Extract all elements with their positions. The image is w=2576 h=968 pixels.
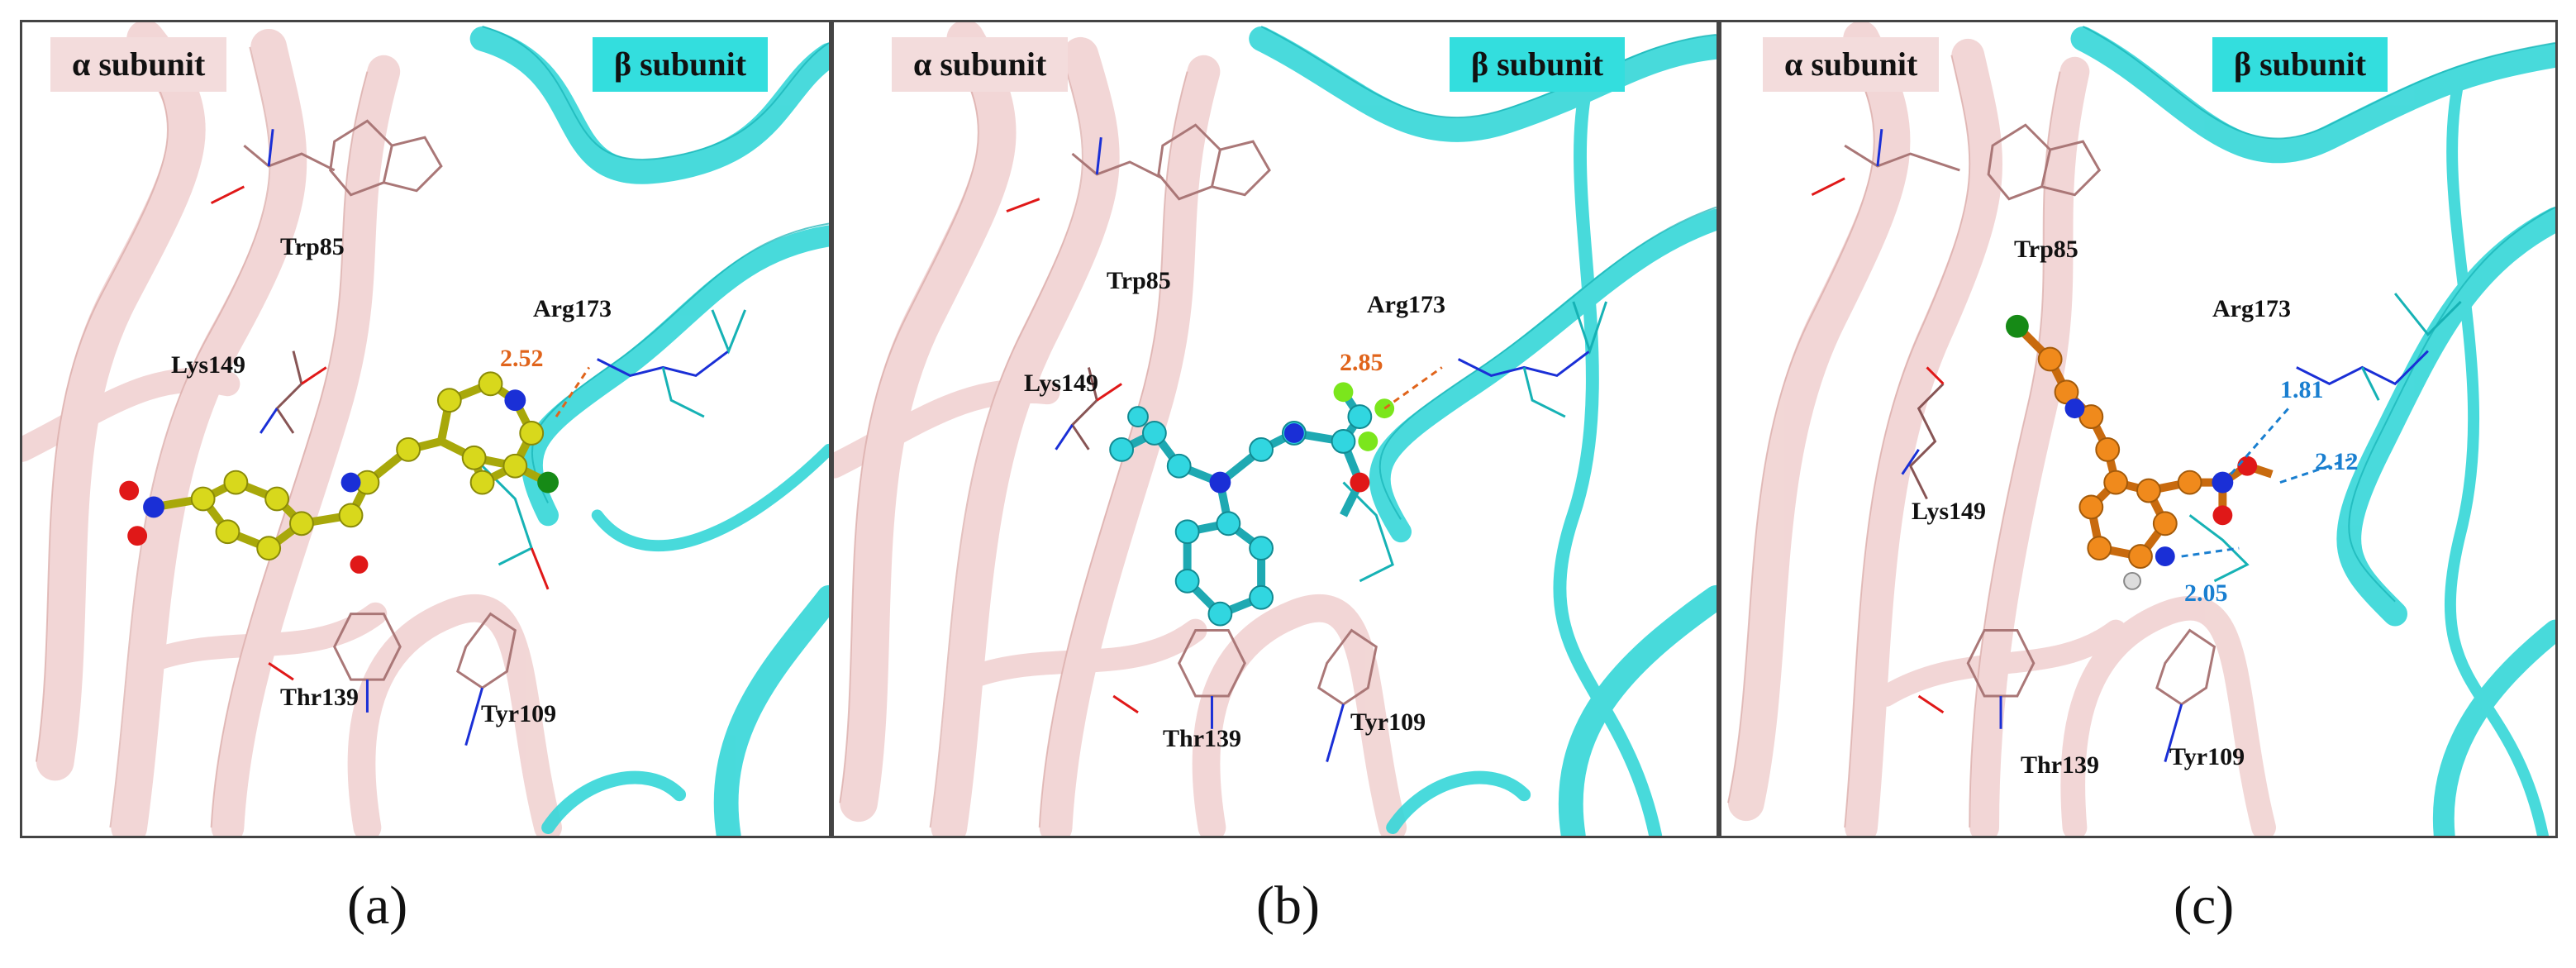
- caption-c: (c): [2174, 875, 2235, 936]
- residue-label-lys149: Lys149: [171, 351, 246, 379]
- caption-a: (a): [347, 875, 408, 936]
- residue-label-lys149: Lys149: [1912, 498, 1987, 525]
- residue-label-arg173: Arg173: [533, 295, 612, 322]
- residue-label-thr139: Thr139: [2021, 751, 2100, 779]
- alpha-subunit-ribbon: [22, 22, 562, 836]
- panel-b: α subunit β subunit Trp85 Lys149 Arg173 …: [831, 20, 1719, 838]
- beta-subunit-label: β subunit: [1450, 37, 1626, 92]
- alpha-subunit-ribbon: [1728, 22, 2276, 836]
- residue-label-tyr109: Tyr109: [481, 700, 557, 727]
- beta-subunit-label: β subunit: [593, 37, 769, 92]
- residue-label-thr139: Thr139: [280, 684, 359, 711]
- ligand-c: [2005, 314, 2274, 590]
- residue-label-trp85: Trp85: [1107, 267, 1171, 294]
- panel-a: α subunit β subunit Trp85 Lys149 Arg173 …: [20, 20, 831, 838]
- beta-ribbon-outlines: [1260, 26, 1717, 520]
- residue-sticks: [1811, 123, 2462, 762]
- ligand-a: [119, 371, 559, 574]
- residue-label-lys149: Lys149: [1024, 370, 1099, 397]
- hbond-distance-label: 2.52: [500, 345, 544, 372]
- residue-label-tyr109: Tyr109: [1350, 708, 1426, 736]
- beta-ribbon-outlines: [2082, 26, 2555, 603]
- hbond-dashed-lines: [2181, 408, 2355, 558]
- alpha-subunit-label: α subunit: [892, 37, 1069, 92]
- alpha-subunit-label: α subunit: [1763, 37, 1940, 92]
- beta-subunit-ribbon: [1249, 26, 1717, 836]
- residue-label-trp85: Trp85: [2014, 236, 2078, 263]
- residue-label-thr139: Thr139: [1163, 725, 1242, 752]
- hbond-distance-label: 1.81: [2280, 376, 2324, 403]
- ligand-b: [1109, 382, 1395, 627]
- hbond-distance-label: 2.85: [1340, 349, 1383, 376]
- residue-label-tyr109: Tyr109: [2169, 743, 2245, 770]
- beta-subunit-ribbon: [2070, 26, 2555, 836]
- panel-b-illustration: [834, 22, 1717, 836]
- caption-b: (b): [1256, 875, 1320, 936]
- beta-subunit-label: β subunit: [2212, 37, 2388, 92]
- alpha-subunit-label: α subunit: [50, 37, 227, 92]
- hbond-dashed-line: [555, 366, 591, 417]
- hbond-dashed-line: [1383, 366, 1443, 410]
- hbond-distance-label: 2.05: [2184, 579, 2228, 607]
- residue-label-arg173: Arg173: [2212, 295, 2291, 322]
- alpha-ribbon-outlines: [35, 38, 369, 828]
- panel-c-illustration: [1727, 22, 2555, 836]
- residue-sticks: [210, 119, 747, 746]
- alpha-ribbon-outlines: [1727, 38, 2061, 828]
- beta-ribbon-outlines: [482, 26, 829, 503]
- panel-c: α subunit β subunit Trp85 Lys149 Arg173 …: [1719, 20, 2558, 838]
- hbond-distance-label: 2.12: [2315, 448, 2359, 475]
- residue-label-arg173: Arg173: [1367, 291, 1445, 318]
- residue-sticks: [1006, 123, 1607, 762]
- panel-a-illustration: [22, 22, 829, 836]
- beta-subunit-ribbon: [469, 26, 829, 836]
- residue-label-trp85: Trp85: [280, 233, 345, 260]
